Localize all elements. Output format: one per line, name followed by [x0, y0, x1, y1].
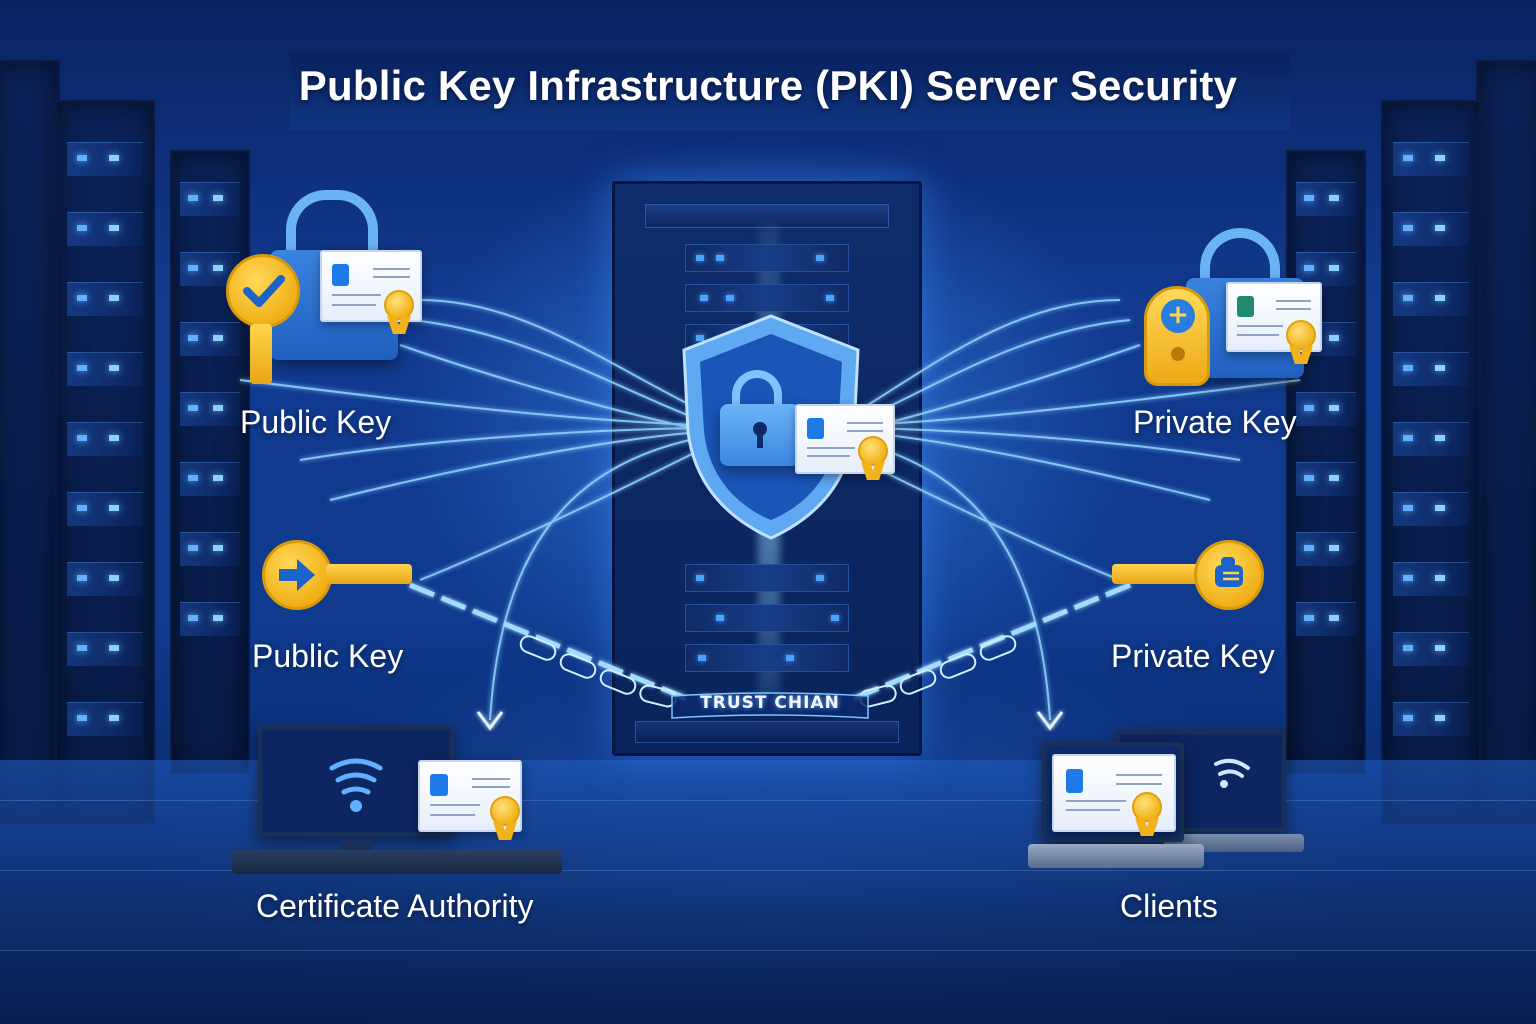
- key-arrow-icon: [262, 540, 332, 610]
- label-certificate-authority: Certificate Authority: [256, 888, 534, 924]
- page-title: Public Key Infrastructure (PKI) Server S…: [298, 62, 1238, 109]
- seal-icon: [1286, 320, 1316, 350]
- key-check-icon: [226, 254, 300, 328]
- seal-icon: [1132, 792, 1162, 822]
- trust-chain-label: TRUST CHIAN: [700, 693, 840, 713]
- key-fob-icon: +: [1144, 286, 1210, 386]
- seal-icon: [490, 796, 520, 826]
- node-clients: [1014, 730, 1304, 870]
- label-private-key-top: Private Key: [1133, 404, 1297, 440]
- background-rack-left-1: [0, 60, 60, 824]
- background-rack-right-2: [1381, 100, 1481, 824]
- label-clients: Clients: [1120, 888, 1218, 924]
- background-rack-right-1: [1476, 60, 1536, 824]
- title-band: [290, 52, 1290, 130]
- padlock-shackle-icon: [1200, 228, 1280, 288]
- node-certificate-authority: [232, 726, 562, 876]
- background-rack-left-2: [55, 100, 155, 824]
- center-seal-icon: [858, 436, 888, 466]
- node-private-key-bottom: [1112, 540, 1272, 610]
- node-public-key-top: [220, 190, 440, 390]
- laptop-front-icon: [1042, 742, 1184, 842]
- padlock-shackle-icon: [286, 190, 378, 260]
- label-private-key-bottom: Private Key: [1111, 638, 1275, 674]
- background-rack-right-3: [1286, 150, 1366, 774]
- label-public-key-top: Public Key: [240, 404, 392, 440]
- wifi-icon: [329, 758, 383, 812]
- key-hand-icon: [1194, 540, 1264, 610]
- node-public-key-bottom: [262, 540, 422, 610]
- wifi-icon: [1214, 758, 1250, 788]
- label-public-key-bottom: Public Key: [252, 638, 404, 674]
- seal-icon: [384, 290, 414, 320]
- background-rack-left-3: [170, 150, 250, 774]
- keyboard-icon: [232, 850, 562, 874]
- node-private-key-top: +: [1140, 228, 1340, 388]
